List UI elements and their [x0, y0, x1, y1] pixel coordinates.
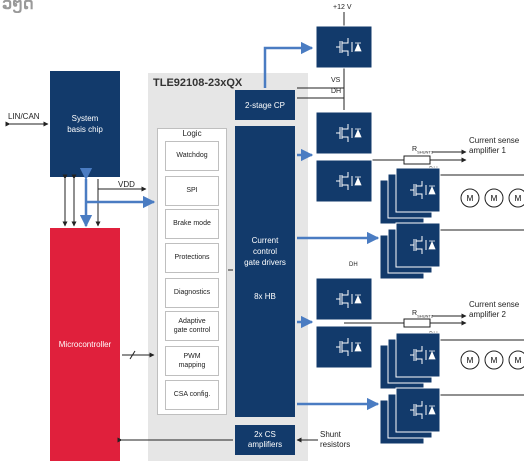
logic-item-label: Adaptive gate control [173, 317, 211, 334]
hs-transistor-1-symbol [336, 124, 353, 142]
rshunt2 [403, 318, 431, 328]
stacked-fet-front-2-diode [428, 350, 436, 360]
cs-amplifiers: 2x CS amplifiers [235, 425, 295, 455]
hs-transistor-cp-symbol [336, 38, 353, 56]
motor-label: M [515, 194, 522, 203]
stacked-fet-front-1-diode [428, 240, 436, 250]
system-basis-chip: System basis chip [50, 71, 120, 177]
logic-item-label: Brake mode [173, 220, 211, 228]
rshunt2-sub: SHUNT2 [417, 313, 434, 319]
ls-transistor-1 [315, 159, 373, 203]
logic-item-label: SPI [186, 187, 198, 195]
stacked-fet-front-3-symbol [410, 401, 427, 419]
logic-item-label: Protections [174, 254, 210, 262]
gate-drivers: Current control gate drivers 8x HB [235, 126, 295, 417]
bus-slash [129, 350, 136, 360]
logic-item-label: Watchdog [176, 152, 208, 160]
hs-transistor-cp [315, 25, 373, 69]
hs-transistor-2-diode [354, 294, 362, 304]
logic-item-label: Diagnostics [173, 289, 211, 297]
rshunt1-label: RSHUNT1 [412, 146, 433, 154]
cp-to-hs-wire [263, 41, 314, 88]
rshunt1-sub: SHUNT1 [417, 149, 434, 155]
logic-item: SPI [165, 176, 219, 206]
logic-item: Diagnostics [165, 278, 219, 308]
gate-drivers-label: Current control gate drivers [244, 236, 286, 267]
rshunt2-letter: R [412, 310, 418, 317]
ls-transistor-1-diode [354, 176, 362, 186]
motor-icon [460, 350, 480, 370]
rshunt2-label: RSHUNT2 [412, 310, 433, 318]
hb-count: 8x HB [254, 292, 276, 301]
chip-title: TLE92108-23xQX [153, 77, 243, 89]
lin-can-label: LIN/CAN [8, 112, 40, 121]
hs-transistor-cp-diode [354, 42, 362, 52]
rshunt1 [403, 155, 431, 165]
stacked-fet-front-0-diode [428, 185, 436, 195]
microcontroller-label: Microcontroller [58, 340, 112, 349]
ls-transistor-2-diode [354, 342, 362, 352]
shunt-resistors-label: Shunt resistors [320, 430, 351, 450]
vdd-label: VDD [118, 180, 135, 189]
csa2-label: Current sense amplifier 2 [469, 300, 520, 319]
vs-label: VS [331, 77, 341, 84]
stacked-fet-front-0-symbol [410, 181, 427, 199]
charge-pump: 2-stage CP [235, 90, 295, 120]
motor-icon [484, 350, 504, 370]
motor-label: M [467, 356, 474, 365]
stacked-fet-front-3-diode [428, 405, 436, 415]
stacked-fet-front-2-symbol [410, 346, 427, 364]
supply-label: +12 V [333, 4, 352, 11]
motor-label: M [467, 194, 474, 203]
charge-pump-label: 2-stage CP [244, 100, 286, 110]
ls-transistor-2-symbol [336, 338, 353, 356]
motor-icon [508, 188, 524, 208]
hs-transistor-2 [315, 277, 373, 321]
stacked-fet-front-1-symbol [410, 236, 427, 254]
logic-item: Brake mode [165, 209, 219, 239]
header-fragment: ວໆດ [2, 0, 34, 13]
logic-title: Logic [182, 129, 202, 138]
hs-transistor-2-symbol [336, 290, 353, 308]
logic-item: Adaptive gate control [165, 311, 219, 341]
hs-transistor-1 [315, 111, 373, 155]
cs-amplifiers-label: 2x CS amplifiers [247, 429, 283, 449]
logic-item: PWM mapping [165, 346, 219, 376]
ls-transistor-1-symbol [336, 172, 353, 190]
system-basis-chip-label: System basis chip [67, 113, 103, 134]
microcontroller: Microcontroller [50, 228, 120, 461]
motor-icon [508, 350, 524, 370]
motor-label: M [491, 194, 498, 203]
hs-transistor-1-diode [354, 128, 362, 138]
dh-label-2: DH [349, 262, 358, 268]
motor-label: M [491, 356, 498, 365]
csa1-label: Current sense amplifier 1 [469, 136, 520, 155]
motor-icon [460, 188, 480, 208]
rshunt1-letter: R [412, 146, 418, 153]
logic-item: CSA config. [165, 380, 219, 410]
logic-item-label: CSA config. [173, 391, 211, 399]
logic-item: Watchdog [165, 141, 219, 171]
motor-icon [484, 188, 504, 208]
logic-item-label: PWM mapping [178, 352, 206, 369]
motor-label: M [515, 356, 522, 365]
ls-transistor-2 [315, 325, 373, 369]
logic-item: Protections [165, 243, 219, 273]
dh-label-top: DH [331, 88, 342, 95]
